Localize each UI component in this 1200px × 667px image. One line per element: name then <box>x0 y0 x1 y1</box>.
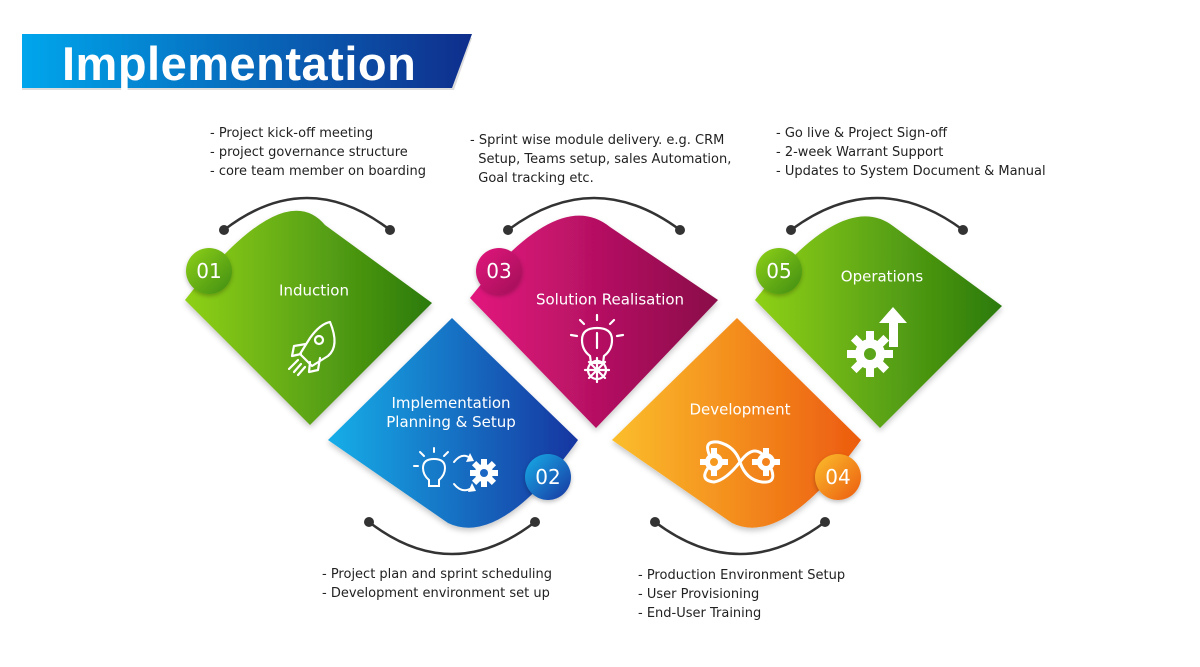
note-item: - 2-week Warrant Support <box>776 145 944 161</box>
note-item: - Project plan and sprint scheduling <box>322 567 553 582</box>
stage-03-badge: 03 <box>476 248 522 294</box>
note-item: - Go live & Project Sign-off <box>776 126 948 141</box>
note-item: - Updates to System Document & Manual <box>776 164 1046 180</box>
stage-05-notes: - Go live & Project Sign-off - 2-week Wa… <box>776 124 1046 182</box>
stage-04-notes: - Production Environment Setup - User Pr… <box>638 566 845 624</box>
note-item: Setup, Teams setup, sales Automation, <box>470 152 732 168</box>
connector-arc-02 <box>367 520 537 556</box>
page-title: Implementation <box>62 37 417 90</box>
infinity-gears-icon <box>700 440 780 484</box>
stage-01-badge: 01 <box>186 248 232 294</box>
arc-dot <box>958 225 968 235</box>
stage-04-title: Development <box>689 400 791 419</box>
stage-02-shape <box>328 318 578 528</box>
idea-gears-icon <box>413 447 476 492</box>
stage-02-title: Implementation Planning & Setup <box>386 394 516 431</box>
note-item: - End-User Training <box>638 606 762 622</box>
note-item: - Sprint wise module delivery. e.g. CRM <box>470 133 725 148</box>
title-banner <box>22 34 472 90</box>
arc-dot <box>530 517 540 527</box>
arc-dot <box>675 225 685 235</box>
stage-01-title: Induction <box>279 281 349 300</box>
stage-02-badge: 02 <box>525 454 571 500</box>
note-item: - core team member on boarding <box>210 164 426 180</box>
arc-dot <box>820 517 830 527</box>
arc-dot <box>364 517 374 527</box>
note-item: Goal tracking etc. <box>470 171 594 187</box>
arc-dot <box>786 225 796 235</box>
stage-04-shape <box>612 318 861 528</box>
stage-05-shape <box>755 216 1002 428</box>
note-item: - Development environment set up <box>322 586 550 602</box>
arc-dot <box>503 225 513 235</box>
connector-arc-05 <box>789 196 965 232</box>
gear-icon <box>470 459 498 487</box>
connector-arc-03 <box>506 196 682 232</box>
stage-02-notes: - Project plan and sprint scheduling - D… <box>322 565 552 603</box>
rocket-icon <box>287 320 336 377</box>
connector-arc-01 <box>222 196 392 232</box>
note-item: - project governance structure <box>210 145 408 161</box>
connector-arc-04 <box>653 520 827 556</box>
note-item: - Project kick-off meeting <box>210 126 374 141</box>
arc-dot <box>385 225 395 235</box>
stage-01-notes: - Project kick-off meeting - project gov… <box>210 124 426 182</box>
stage-03-shape <box>470 215 718 428</box>
note-item: - Production Environment Setup <box>638 568 846 583</box>
stage-03-title: Solution Realisation <box>535 290 685 309</box>
stage-05-title: Operations <box>840 267 924 286</box>
arc-dot <box>650 517 660 527</box>
lightbulb-gear-icon <box>569 313 625 384</box>
stage-05-badge: 05 <box>756 248 802 294</box>
stage-01-shape <box>185 210 432 425</box>
arc-dot <box>219 225 229 235</box>
stage-04-badge: 04 <box>815 454 861 500</box>
gear-arrow-icon <box>847 307 907 377</box>
note-item: - User Provisioning <box>638 587 760 603</box>
stage-03-notes: - Sprint wise module delivery. e.g. CRM … <box>470 131 731 189</box>
